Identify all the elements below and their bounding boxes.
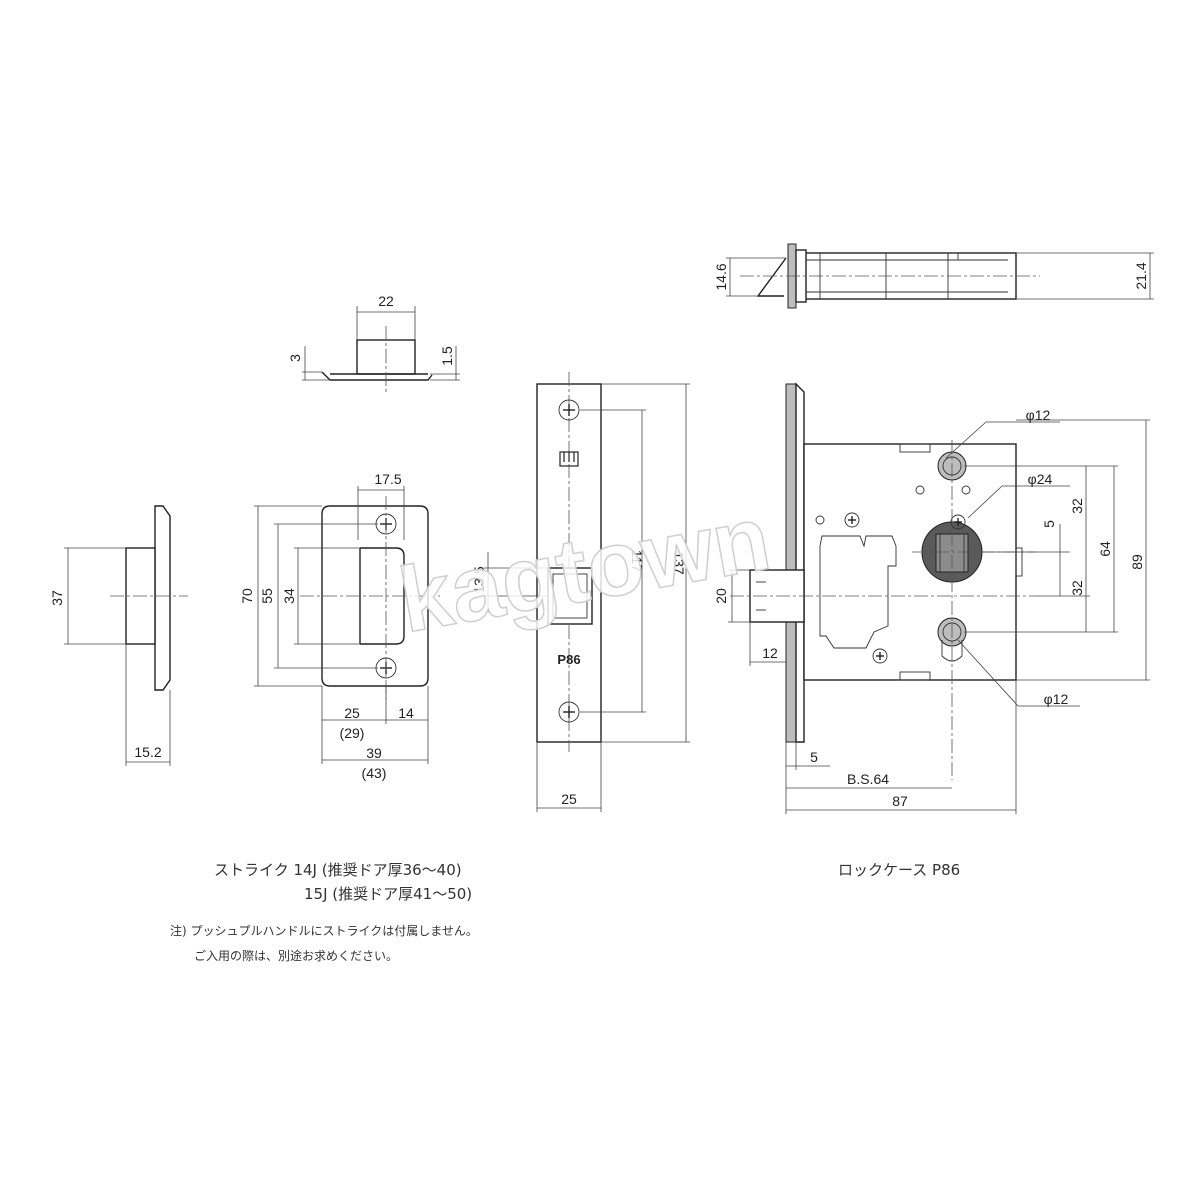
strike-top-view: 22 3 1.5 bbox=[287, 293, 460, 392]
dim-case-thickness-a: 14.6 bbox=[713, 263, 729, 290]
caption-lockcase: ロックケース P86 bbox=[838, 861, 960, 879]
dim-strike-side-depth: 15.2 bbox=[134, 744, 161, 760]
dim-strike-side-height: 37 bbox=[49, 590, 65, 606]
lockcase-side-view: φ12 φ24 φ12 5 32 32 64 89 20 12 5 bbox=[713, 382, 1150, 814]
dim-latch-projection: 12 bbox=[762, 645, 778, 661]
front-plate-view: P86 13.5 117 137 25 bbox=[471, 372, 690, 812]
dim-case-depth: 87 bbox=[892, 793, 908, 809]
dim-hole-top: φ12 bbox=[1026, 407, 1051, 423]
dim-strike-hole-pitch: 17.5 bbox=[374, 471, 401, 487]
dim-case-thickness-b: 21.4 bbox=[1133, 262, 1149, 289]
dim-strike-total-width: 39 bbox=[366, 745, 382, 761]
strike-side-view: 37 15.2 bbox=[49, 505, 188, 766]
dim-lower-pitch: 32 bbox=[1069, 580, 1085, 596]
dim-strike-width-a-alt: (29) bbox=[340, 725, 365, 741]
dim-strike-top-plate: 1.5 bbox=[439, 346, 455, 366]
dim-hole-pitch: 64 bbox=[1097, 541, 1113, 557]
lockcase-top-view: 14.6 21.4 bbox=[713, 243, 1154, 309]
brand-logo bbox=[559, 451, 579, 467]
dim-strike-width-a: 25 bbox=[344, 705, 360, 721]
dim-hub-diameter: φ24 bbox=[1028, 471, 1053, 487]
caption-strike-line1: ストライク 14J (推奨ドア厚36～40) bbox=[214, 861, 462, 879]
dim-strike-total-width-alt: (43) bbox=[362, 765, 387, 781]
dim-strike-inner-height: 55 bbox=[259, 588, 275, 604]
dim-case-height: 89 bbox=[1129, 554, 1145, 570]
dim-front-height: 137 bbox=[671, 551, 687, 575]
dim-strike-opening-height: 34 bbox=[281, 588, 297, 604]
strike-front-view: 17.5 70 55 34 25 (29) 14 39 (43) bbox=[239, 471, 440, 781]
note-line1: 注) プッシュプルハンドルにストライクは付属しません。 bbox=[170, 923, 478, 938]
dim-strike-top-height: 3 bbox=[287, 354, 303, 362]
dim-strike-top-width: 22 bbox=[378, 293, 394, 309]
note-line2: ご入用の際は、別途お求めください。 bbox=[194, 948, 398, 963]
dim-faceplate-thickness: 5 bbox=[810, 749, 818, 765]
dim-upper-pitch: 32 bbox=[1069, 498, 1085, 514]
dim-front-screw-pitch: 117 bbox=[629, 550, 645, 573]
front-plate-label: P86 bbox=[557, 652, 580, 667]
dim-strike-width-b: 14 bbox=[398, 705, 414, 721]
dim-front-offset: 13.5 bbox=[471, 566, 487, 593]
dim-backset: B.S.64 bbox=[847, 771, 889, 787]
dim-front-width: 25 bbox=[561, 791, 577, 807]
dim-hub-offset: 5 bbox=[1041, 520, 1057, 528]
caption-strike-line2: 15J (推奨ドア厚41～50) bbox=[304, 885, 472, 903]
dim-latch-height: 20 bbox=[713, 588, 729, 604]
dim-hole-bottom: φ12 bbox=[1044, 691, 1069, 707]
dim-strike-plate-height: 70 bbox=[239, 588, 255, 604]
